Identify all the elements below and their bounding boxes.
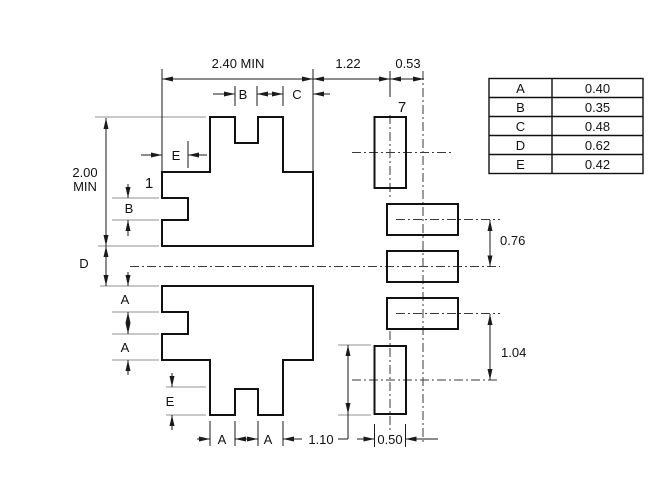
dimension-table: A 0.40 B 0.35 C 0.48 D 0.62 E 0.42 bbox=[488, 77, 644, 175]
arrowhead bbox=[103, 118, 109, 129]
dim-pad-pitch-right: 1.04 bbox=[501, 345, 526, 360]
arrowhead bbox=[487, 314, 493, 325]
arrowhead bbox=[313, 76, 324, 82]
arrowhead bbox=[487, 255, 493, 267]
dim-pad-length-bottom: 1.10 bbox=[308, 432, 333, 447]
ref-e-bottom: E bbox=[166, 394, 175, 409]
arrowhead bbox=[103, 235, 109, 246]
table-border bbox=[488, 77, 644, 175]
dim-left-height-value: 2.00 bbox=[72, 165, 97, 180]
ref-b-top: B bbox=[239, 87, 248, 102]
arrowhead bbox=[103, 246, 109, 257]
table-letter: B bbox=[516, 100, 525, 115]
arrowhead bbox=[125, 360, 131, 371]
arrowhead bbox=[302, 76, 313, 82]
arrowhead bbox=[151, 152, 162, 158]
ref-d-left: D bbox=[79, 256, 88, 271]
arrowhead bbox=[125, 275, 131, 286]
ref-a-left-upper: A bbox=[121, 292, 130, 307]
arrowhead bbox=[125, 323, 131, 334]
dim-pad7-offset: 1.22 bbox=[335, 56, 360, 71]
extension-lines-gray bbox=[95, 116, 371, 416]
table-value: 0.42 bbox=[585, 157, 610, 172]
arrowhead bbox=[272, 91, 283, 97]
arrowhead bbox=[247, 436, 258, 442]
ref-a-left-lower: A bbox=[121, 340, 130, 355]
arrowhead bbox=[125, 220, 131, 231]
pad-right-middle bbox=[386, 250, 459, 283]
arrowhead bbox=[405, 436, 417, 442]
ref-e-top: E bbox=[172, 148, 181, 163]
arrowhead bbox=[413, 76, 424, 82]
arrowhead bbox=[224, 91, 235, 97]
arrowhead bbox=[169, 415, 175, 426]
arrowhead bbox=[390, 76, 401, 82]
arrowhead bbox=[125, 187, 131, 198]
arrowhead bbox=[235, 436, 246, 442]
table-letter: A bbox=[516, 81, 525, 96]
arrowheads bbox=[103, 76, 493, 442]
ref-a-bottom-right: A bbox=[264, 432, 273, 447]
arrowhead bbox=[188, 152, 199, 158]
table-letter: D bbox=[516, 138, 525, 153]
pad-right-upper bbox=[386, 203, 459, 236]
dim-top-width: 2.40 MIN bbox=[212, 56, 265, 71]
extension-lines-black bbox=[161, 69, 406, 447]
arrowhead bbox=[487, 369, 493, 380]
arrowhead bbox=[103, 275, 109, 286]
table-value: 0.35 bbox=[585, 100, 610, 115]
dimension-lines bbox=[105, 78, 491, 440]
pin-7-label: 7 bbox=[398, 99, 406, 116]
land-pattern-shapes bbox=[161, 116, 459, 416]
table-value: 0.62 bbox=[585, 138, 610, 153]
pad-right-lower bbox=[386, 297, 459, 330]
arrowhead bbox=[363, 436, 375, 442]
table-value: 0.40 bbox=[585, 81, 610, 96]
table-letter: C bbox=[516, 119, 525, 134]
arrowhead bbox=[345, 403, 351, 414]
dim-pad-center-offset: 0.53 bbox=[395, 56, 420, 71]
table-value: 0.48 bbox=[585, 119, 610, 134]
arrowhead bbox=[162, 76, 173, 82]
dim-pad-gap-right: 0.76 bbox=[500, 233, 525, 248]
upper-land-shape bbox=[161, 116, 314, 247]
pad-bottom-right bbox=[373, 345, 407, 415]
lower-land-shape bbox=[161, 285, 314, 416]
arrowhead bbox=[345, 345, 351, 356]
ref-c-top: C bbox=[292, 87, 301, 102]
centerlines bbox=[130, 71, 500, 445]
arrowhead bbox=[169, 376, 175, 387]
dim-pad-width-bottom: 0.50 bbox=[377, 432, 402, 447]
ref-a-bottom-left: A bbox=[218, 432, 227, 447]
pin-1-label: 1 bbox=[145, 175, 153, 192]
arrowhead bbox=[283, 436, 294, 442]
arrowhead bbox=[199, 436, 210, 442]
dimension-texts: 2.40 MIN 1.22 0.53 2.00 MIN B C E B D A … bbox=[72, 56, 526, 447]
arrowhead bbox=[313, 91, 324, 97]
dim-left-height-min: MIN bbox=[73, 179, 97, 194]
arrowhead bbox=[257, 91, 268, 97]
table-letter: E bbox=[516, 157, 525, 172]
pad-7 bbox=[373, 116, 407, 189]
arrowhead bbox=[379, 76, 390, 82]
arrowhead bbox=[487, 220, 493, 231]
arrowhead bbox=[125, 312, 131, 323]
ref-b-left: B bbox=[125, 201, 134, 216]
